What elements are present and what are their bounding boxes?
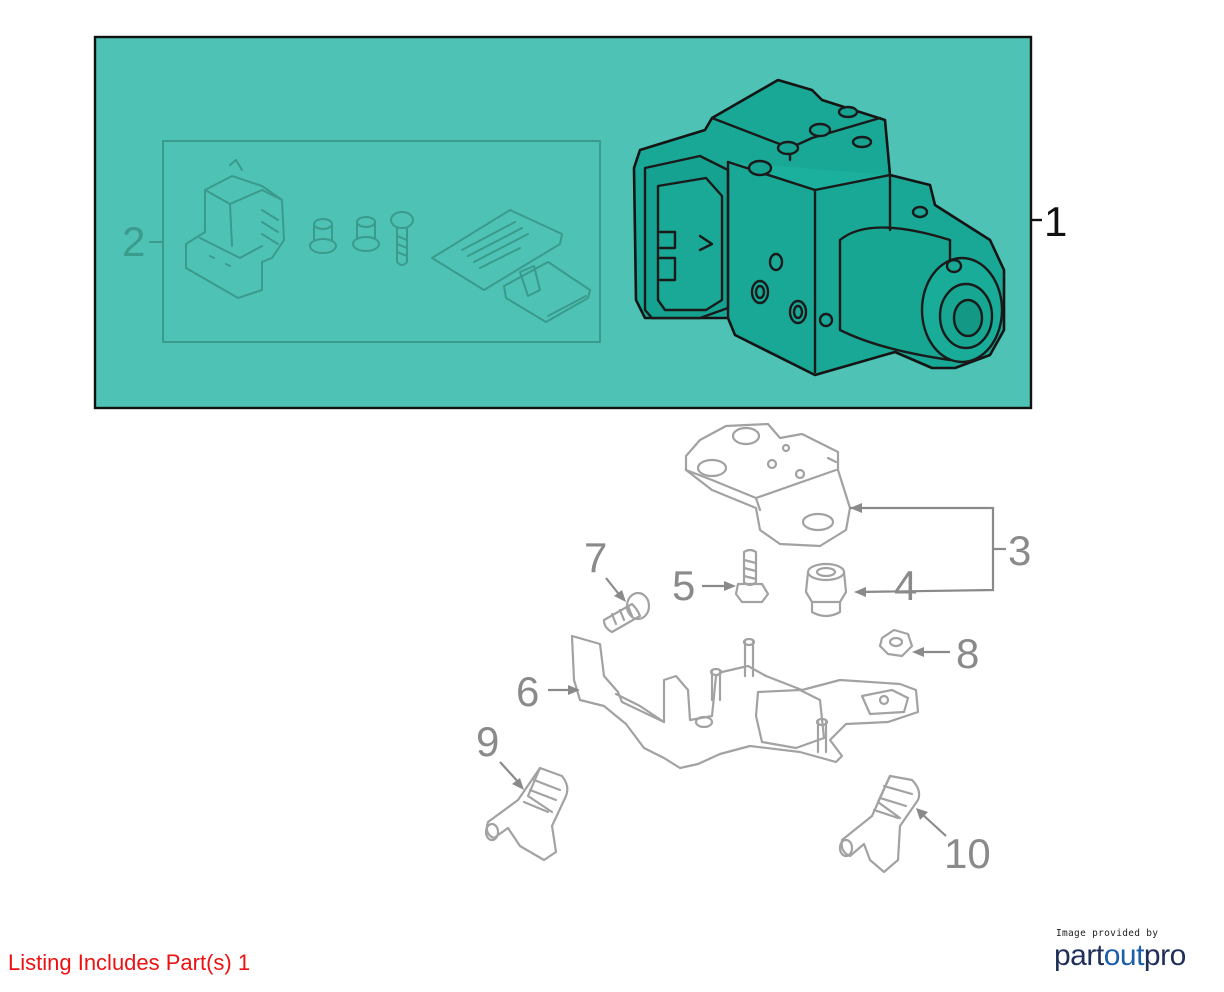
- bolt-part-5[interactable]: [734, 548, 770, 604]
- kit-nut-b: [352, 216, 380, 252]
- callout-3[interactable]: 3: [1008, 527, 1031, 574]
- credit-caption: Image provided by: [1056, 928, 1159, 939]
- arrow-4: [854, 587, 866, 597]
- callout-8[interactable]: 8: [956, 630, 979, 677]
- arrow-6: [568, 685, 580, 695]
- abs-hydraulic-unit[interactable]: [632, 78, 1006, 377]
- callout-4[interactable]: 4: [894, 562, 917, 609]
- arrow-5: [724, 581, 736, 591]
- logo-out: out: [1103, 939, 1145, 972]
- kit-control-module: [185, 159, 285, 299]
- grommet-part-4[interactable]: [804, 562, 848, 618]
- callout-6[interactable]: 6: [516, 668, 539, 715]
- logo-pro: pro: [1143, 939, 1186, 972]
- kit-instruction-sheet: [431, 209, 563, 291]
- repair-kit-group: [149, 140, 601, 343]
- callout-1[interactable]: 1: [1044, 198, 1067, 245]
- leader-3: [850, 506, 995, 594]
- kit-nut-a: [309, 218, 337, 254]
- screw-part-7[interactable]: [602, 591, 651, 634]
- callout-9[interactable]: 9: [476, 718, 499, 765]
- nut-part-8[interactable]: [878, 628, 914, 658]
- bracket-plate-part-6[interactable]: [570, 634, 920, 770]
- arrow-9: [512, 778, 524, 790]
- logo-part: part: [1054, 939, 1104, 972]
- callout-5[interactable]: 5: [672, 562, 695, 609]
- callout-7[interactable]: 7: [584, 534, 607, 581]
- sensor-part-10[interactable]: [838, 774, 921, 874]
- image-credit: Image provided by partoutpro: [1054, 928, 1214, 973]
- arrow-3: [850, 503, 862, 513]
- mounting-bracket[interactable]: [684, 422, 852, 548]
- kit-screw: [390, 211, 414, 266]
- callout-10[interactable]: 10: [944, 830, 991, 877]
- sensor-part-9[interactable]: [484, 766, 569, 862]
- kit-lube-packet: [503, 261, 591, 323]
- arrow-8: [912, 647, 924, 657]
- repair-kit-box: [162, 140, 601, 343]
- arrow-10: [916, 808, 928, 820]
- arrow-7: [614, 590, 626, 602]
- callout-2[interactable]: 2: [122, 218, 145, 265]
- partoutpro-logo: partoutpro: [1054, 939, 1214, 973]
- listing-note: Listing Includes Part(s) 1: [8, 950, 251, 975]
